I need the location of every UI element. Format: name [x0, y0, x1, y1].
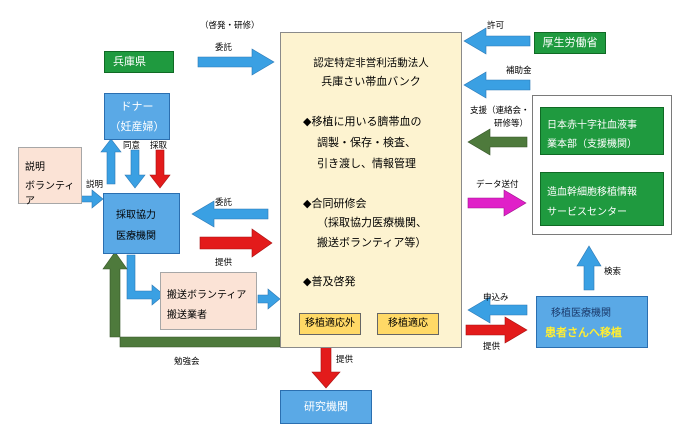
red-cross-box: 日本赤十字社血液事 業本部（支援機関）: [540, 107, 664, 155]
bullet-training-l3: 搬送ボランティア等）: [317, 236, 427, 249]
label-teikyo-right: 提供: [483, 342, 501, 352]
label-shien-l1: 支援（連絡会・: [470, 106, 530, 116]
mhlw-box: 厚生労働省: [534, 32, 606, 54]
arrow-study-session: [102, 251, 281, 348]
arrow-collection-down: [149, 149, 171, 189]
bullet-awareness: ◆普及啓発: [303, 275, 356, 288]
donor-sublabel: （妊産婦）: [109, 120, 165, 133]
label-data-send: データ送付: [476, 180, 519, 190]
transport-volunteer-box: 搬送ボランティア 搬送業者: [160, 272, 257, 330]
badge-eligible-label: 移植適応: [388, 318, 428, 329]
donor-label: ドナー: [120, 100, 154, 113]
label-benkyokai: 勉強会: [174, 357, 200, 367]
research-label: 研究機関: [304, 400, 348, 413]
bank-name: 兵庫さい帯血バンク: [321, 75, 421, 88]
label-keihatsu: （啓発・研修）: [200, 21, 260, 31]
label-hojokin: 補助金: [506, 66, 532, 76]
label-itaku-mid: 委託: [215, 198, 233, 208]
arrow-explain: [79, 189, 104, 209]
bullet-transplant-l3: 引き渡し、情報管理: [317, 157, 416, 170]
hyogo-label: 兵庫県: [113, 55, 146, 68]
transplant-label: 移植医療機関: [551, 308, 611, 319]
label-saishu: 採取: [150, 141, 168, 151]
hsct-info-center-box: 造血幹細胞移植情報 サービスセンター: [540, 172, 664, 226]
label-shien-l2: 研修等）: [494, 119, 529, 129]
donor-box: ドナー （妊産婦）: [104, 93, 170, 140]
research-institute-box: 研究機関: [280, 390, 372, 424]
arrow-apply: [467, 296, 528, 324]
label-kyoka: 許可: [487, 21, 505, 31]
arrow-collection-to-center: [199, 228, 273, 258]
arrow-hyogo-to-center: [197, 48, 275, 76]
arrow-provide-transplant: [465, 316, 528, 344]
arrow-consent-up: [100, 138, 122, 185]
collection-sublabel: 医療機関: [116, 231, 156, 242]
arrow-collection-to-transport: [126, 254, 165, 306]
mhlw-label: 厚生労働省: [542, 36, 598, 49]
explain-volunteer-box: 説明 ボランティア: [18, 147, 82, 207]
hyogo-prefecture-box: 兵庫県: [104, 51, 174, 73]
transplant-hospital-box: 移植医療機関 患者さんへ移植: [536, 296, 648, 348]
arrow-support-to-center: [467, 128, 528, 156]
arrow-data-send: [467, 189, 527, 217]
red-cross-label: 日本赤十字社血液事: [547, 120, 637, 131]
badge-not-eligible: 移植適応外: [299, 313, 361, 335]
badge-not-eligible-label: 移植適応外: [305, 318, 355, 329]
arrow-search: [576, 245, 602, 291]
bank-org-type: 認定特定非営利活動法人: [313, 57, 429, 69]
arrow-transport-to-center: [257, 288, 281, 310]
arrow-consent-down: [124, 149, 146, 189]
label-doui: 同意: [123, 141, 141, 151]
red-cross-sublabel: 業本部（支援機関）: [547, 139, 637, 150]
transport-label: 搬送ボランティア: [167, 290, 247, 301]
collection-hospital-box: 採取協力 医療機関: [103, 193, 180, 254]
hsct-label: 造血幹細胞移植情報: [547, 187, 637, 198]
label-teikyo-bottom: 提供: [336, 355, 354, 365]
bullet-transplant-l2: 調製・保存・検査、: [317, 136, 416, 149]
hsct-sublabel: サービスセンター: [547, 207, 627, 218]
arrow-mhlw-subsidy: [463, 71, 531, 99]
bullet-training-l1: ◆合同研修会: [303, 197, 367, 210]
cord-blood-bank-box: 認定特定非営利活動法人 兵庫さい帯血バンク ◆移植に用いる臍帯血の 調製・保存・…: [280, 32, 462, 348]
label-setsumei: 説明: [86, 180, 104, 190]
label-moushikomi: 申込み: [483, 293, 509, 303]
transport-sublabel: 搬送業者: [167, 310, 207, 321]
bullet-training-l2: （採取協力医療機関、: [317, 216, 427, 229]
badge-eligible: 移植適応: [377, 313, 439, 335]
explain-label: 説明: [25, 162, 45, 173]
explain-sublabel: ボランティア: [25, 181, 75, 207]
transplant-sublabel: 患者さんへ移植: [545, 326, 622, 339]
collection-label: 採取協力: [116, 210, 156, 221]
label-kensaku: 検索: [604, 267, 622, 277]
bullet-transplant-l1: ◆移植に用いる臍帯血の: [303, 115, 422, 128]
label-teikyo-mid: 提供: [215, 258, 233, 268]
arrow-mhlw-to-center: [463, 27, 531, 55]
arrow-center-to-collection: [191, 200, 269, 228]
label-itaku-top: 委託: [215, 43, 233, 53]
